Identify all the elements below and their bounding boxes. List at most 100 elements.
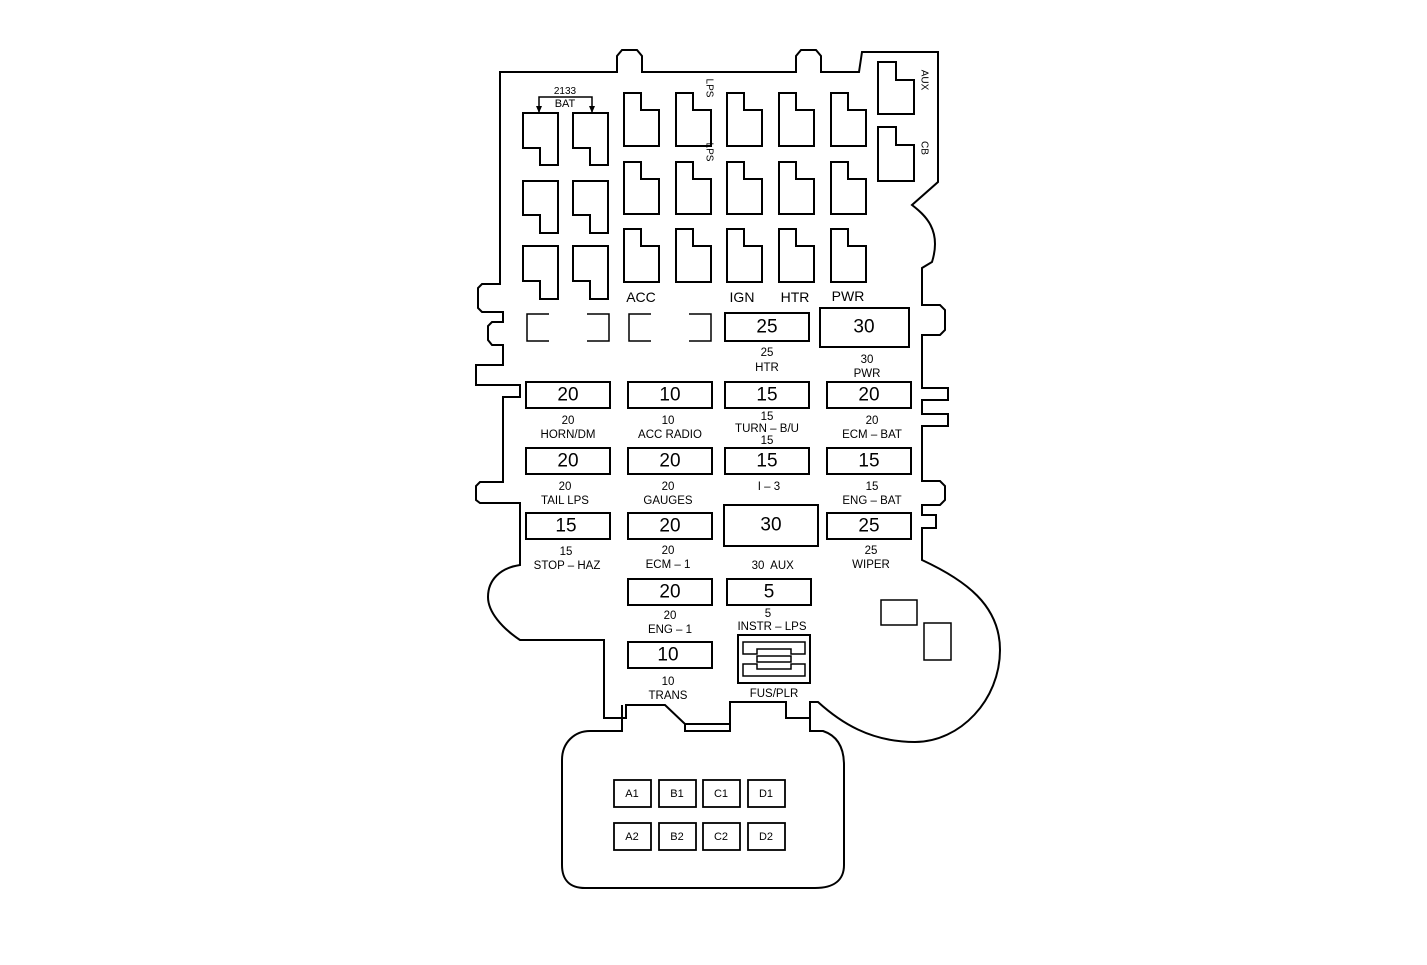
htr-relay-label: HTR (781, 289, 810, 305)
fuse-name-label: TURN – B/U (735, 423, 799, 435)
fuse-name-label: STOP – HAZ (534, 560, 601, 572)
fuse-value: 10 (657, 645, 678, 666)
fuse-name-label: ENG – BAT (842, 495, 901, 507)
lps-vertical-label-lower: LPS (704, 143, 715, 162)
connector-pin-C2 (702, 822, 741, 851)
fuse-value: 30 (760, 515, 781, 536)
connector-pin-D1 (747, 779, 786, 808)
fuse-amp-label: 15 (560, 546, 573, 558)
fuse-box (627, 641, 713, 669)
fuse-amp-label: 15 (761, 411, 774, 423)
relay-socket (830, 161, 867, 215)
fuse-value: 10 (659, 385, 680, 406)
fuse-instr-lps: 5 5 INSTR – LPS (726, 578, 812, 633)
relay-socket (726, 161, 763, 215)
fuse-horn-dm: 20 20 HORN/DM (525, 381, 611, 441)
fuse-amp-label: 5 (765, 608, 771, 620)
relay-socket-grid (522, 61, 915, 300)
relay-socket (778, 228, 815, 283)
relay-socket (623, 228, 660, 283)
housing-tab-right (923, 622, 952, 661)
bat-label: BAT (555, 98, 576, 110)
pin-label: C2 (714, 831, 728, 843)
connector-pin-A1 (613, 779, 652, 808)
fuse-amp-label: 10 (662, 676, 675, 688)
relay-socket (522, 245, 559, 300)
relay-socket (675, 92, 712, 147)
fuse-gauges: 20 20 GAUGES (627, 447, 713, 507)
fuse-value: 30 (853, 317, 874, 338)
fuse-eng-1: 20 20 ENG – 1 (627, 578, 713, 636)
fuse-box (724, 312, 810, 342)
relay-socket (623, 92, 660, 147)
fuse-puller-jaw-lower (742, 663, 806, 677)
fuse-ecm-bat: 20 20 ECM – BAT (826, 381, 912, 441)
fuse-box (826, 512, 912, 540)
empty-slot-bracket (526, 313, 549, 342)
fuse-amp-label: 25 (865, 545, 878, 557)
bat-arrow-right-icon (589, 106, 595, 113)
fuse-box (627, 512, 713, 540)
pin-label: D1 (759, 788, 773, 800)
pin-label: A2 (625, 831, 638, 843)
relay-socket (572, 112, 609, 166)
fuse-value: 20 (659, 582, 680, 603)
aux-vertical-label: AUX (919, 70, 930, 91)
pwr-relay-label: PWR (832, 288, 865, 304)
relay-socket (778, 161, 815, 215)
bottom-connector: A1 B1 C1 D1 A2 B2 C2 D2 (561, 705, 845, 889)
fuse-name-label: HORN/DM (541, 429, 596, 441)
fuse-value: 15 (858, 451, 879, 472)
fuse-box (826, 447, 912, 475)
relay-socket (572, 180, 609, 234)
fuse-name-label: PWR (854, 368, 881, 380)
fuse-box (726, 578, 812, 606)
fuse-htr-top: 25 25 HTR (724, 312, 810, 374)
bat-arrow-left-icon (536, 106, 542, 113)
relay-socket (726, 228, 763, 283)
connector-pin-B1 (658, 779, 697, 808)
fuse-acc-radio: 10 10 ACC RADIO (627, 381, 713, 441)
fuse-stop-haz: 15 15 STOP – HAZ (525, 512, 611, 572)
fuse-name-label: ECM – BAT (842, 429, 902, 441)
fuse-box (627, 447, 713, 475)
fuse-box (723, 504, 819, 547)
fuse-box (525, 447, 611, 475)
fuse-value: 25 (756, 317, 777, 338)
fuse-block-housing (475, 49, 1002, 744)
fuse-box (724, 447, 810, 475)
fuse-amp-label: 20 (866, 415, 879, 427)
aux-breaker-socket (877, 61, 915, 115)
fuse-amp-label: 30 (752, 560, 765, 572)
connector-pin-C1 (702, 779, 741, 808)
connector-pin-A2 (613, 822, 652, 851)
relay-socket (675, 161, 712, 215)
fuse-value: 20 (659, 451, 680, 472)
bat-code-label: 2133 (554, 86, 577, 97)
fuse-tail-lps: 20 20 TAIL LPS (525, 447, 611, 507)
fuse-name-label: HTR (755, 362, 779, 374)
empty-slot-bracket (628, 313, 651, 342)
relay-socket (726, 92, 763, 147)
fuse-pwr-top: 30 30 PWR (819, 307, 910, 380)
empty-slot-bracket (689, 313, 712, 342)
connector-housing (561, 705, 845, 889)
relay-socket (675, 228, 712, 283)
pin-label: B1 (670, 788, 683, 800)
relay-socket (522, 112, 559, 166)
housing-tab-left (880, 599, 918, 626)
fuse-value: 15 (756, 385, 777, 406)
fuse-value: 5 (764, 582, 775, 603)
fuse-amp-label: 30 (861, 354, 874, 366)
empty-fuse-slots (526, 313, 712, 342)
ign-relay-label: IGN (730, 289, 755, 305)
fuse-wiper: 25 25 WIPER (826, 512, 912, 571)
fuse-amp-label: 20 (559, 481, 572, 493)
pin-label: A1 (625, 788, 638, 800)
fuse-ecm-1: 20 20 ECM – 1 (627, 512, 713, 571)
relay-socket (623, 161, 660, 215)
fuse-value: 20 (659, 516, 680, 537)
relay-socket (572, 245, 609, 300)
fuse-name-label: ENG – 1 (648, 624, 692, 636)
